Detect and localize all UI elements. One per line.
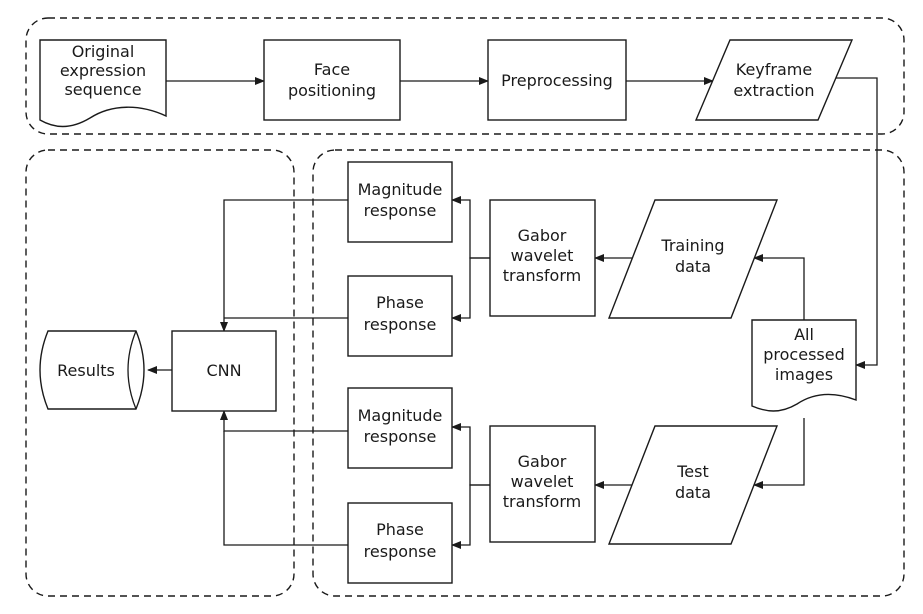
node-face-positioning: Face positioning: [263, 39, 401, 121]
group-preprocessing-stage: [25, 17, 905, 135]
original-label-line-1: Original: [72, 42, 135, 61]
edge-gabor-bottom-to-magnitude: [451, 423, 490, 486]
node-gabor-bottom: Gabor wavelet transform: [489, 425, 596, 543]
process-box: [263, 39, 401, 121]
magnitude-top-label-line-2: response: [364, 201, 437, 220]
stored-data-inner-curve: [127, 330, 137, 410]
all-processed-label-line-3: images: [775, 365, 833, 384]
process-box: [489, 425, 596, 543]
phase-bottom-label-line-1: Phase: [376, 520, 424, 539]
edge-magnitude-top-to-cnn: [220, 199, 348, 332]
document-shape: [751, 319, 857, 412]
document-shape: [39, 39, 167, 128]
edge-gabor-top-to-magnitude: [451, 196, 490, 259]
gabor-top-label-line-3: transform: [503, 266, 581, 285]
edge-gabor-bottom-to-phase: [451, 484, 490, 549]
node-keyframe-extraction: Keyframe extraction: [694, 39, 854, 121]
all-processed-label-line-1: All: [794, 325, 814, 344]
node-results: Results: [39, 330, 145, 410]
gabor-bottom-label-line-3: transform: [503, 492, 581, 511]
group-classification-stage: [25, 149, 295, 597]
gabor-bottom-label-line-2: wavelet: [511, 472, 574, 491]
results-label: Results: [57, 361, 115, 380]
original-label-line-3: sequence: [64, 80, 141, 99]
node-magnitude-top: Magnitude response: [347, 161, 453, 243]
node-all-processed-images: All processed images: [751, 319, 857, 412]
edge-phase-bottom-to-cnn: [223, 431, 348, 546]
group-feature-extraction-stage: [312, 149, 905, 597]
node-phase-bottom: Phase response: [347, 502, 453, 584]
process-box: [171, 330, 277, 412]
gabor-bottom-label-line-1: Gabor: [518, 452, 567, 471]
node-magnitude-bottom: Magnitude response: [347, 387, 453, 469]
test-label-line-1: Test: [676, 462, 709, 481]
edge-magnitude-bottom-to-cnn: [220, 410, 348, 432]
node-cnn: CNN: [171, 330, 277, 412]
edge-all-processed-to-test: [753, 418, 805, 489]
preprocessing-label: Preprocessing: [501, 71, 613, 90]
node-original-expression-sequence: Original expression sequence: [39, 39, 167, 128]
original-label-line-2: expression: [60, 61, 146, 80]
edge-all-processed-to-training: [753, 254, 805, 320]
process-box: [347, 502, 453, 584]
phase-top-label-line-2: response: [364, 315, 437, 334]
magnitude-bottom-label-line-2: response: [364, 427, 437, 446]
training-label-line-1: Training: [660, 236, 724, 255]
node-phase-top: Phase response: [347, 275, 453, 357]
connectors: [147, 77, 878, 549]
process-box: [347, 387, 453, 469]
keyframe-label-line-1: Keyframe: [736, 60, 812, 79]
process-box: [487, 39, 627, 121]
edge-keyframe-to-all-processed: [835, 77, 878, 369]
magnitude-top-label-line-1: Magnitude: [358, 180, 443, 199]
magnitude-bottom-label-line-1: Magnitude: [358, 406, 443, 425]
process-box: [347, 275, 453, 357]
edge-gabor-top-to-phase: [451, 257, 490, 322]
test-label-line-2: data: [675, 483, 711, 502]
all-processed-label-line-2: processed: [763, 345, 844, 364]
node-gabor-top: Gabor wavelet transform: [489, 199, 596, 317]
gabor-top-label-line-1: Gabor: [518, 226, 567, 245]
node-training-data: Training data: [607, 199, 779, 319]
phase-top-label-line-1: Phase: [376, 293, 424, 312]
keyframe-label-line-2: extraction: [733, 81, 814, 100]
gabor-top-label-line-2: wavelet: [511, 246, 574, 265]
node-test-data: Test data: [607, 425, 779, 545]
node-preprocessing: Preprocessing: [487, 39, 627, 121]
process-box: [489, 199, 596, 317]
cnn-label: CNN: [206, 361, 241, 380]
parallelogram-shape: [694, 39, 854, 121]
training-label-line-2: data: [675, 257, 711, 276]
phase-bottom-label-line-2: response: [364, 542, 437, 561]
parallelogram-shape: [607, 425, 779, 545]
face-positioning-label-line-1: Face: [314, 60, 350, 79]
parallelogram-shape: [607, 199, 779, 319]
face-positioning-label-line-2: positioning: [288, 81, 376, 100]
process-box: [347, 161, 453, 243]
